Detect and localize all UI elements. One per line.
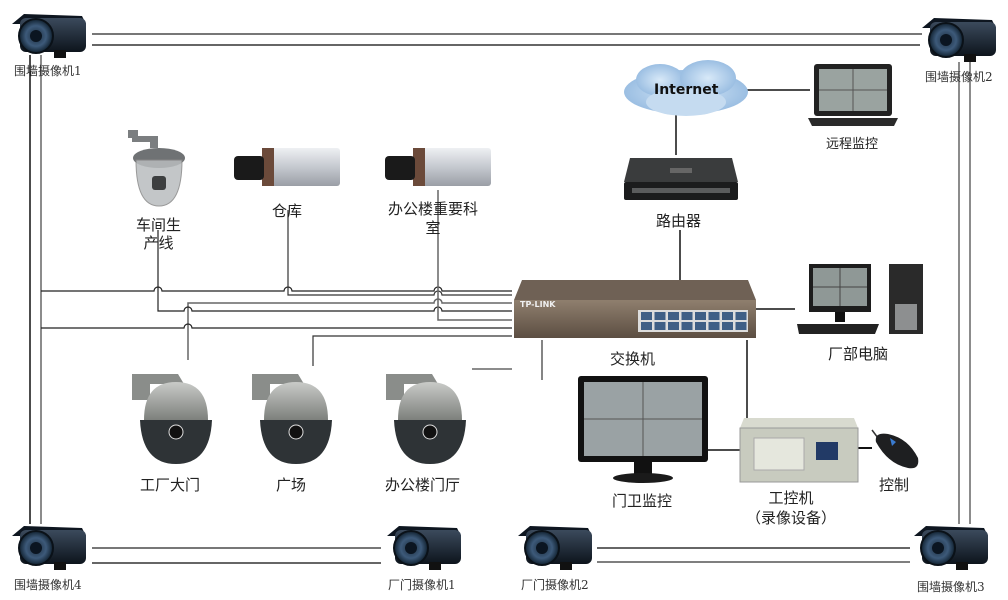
wall-camera-4-label: 围墙摄像机4	[14, 578, 82, 592]
wall-camera-2-label: 围墙摄像机2	[925, 70, 993, 84]
office-room-box-camera-icon	[385, 148, 491, 186]
switch-label: 交换机	[610, 350, 656, 368]
internet-label: Internet	[654, 82, 719, 98]
guard-monitor-icon	[578, 376, 708, 483]
wall-camera-2-icon	[921, 17, 997, 63]
warehouse-box-camera-icon	[234, 148, 340, 186]
perimeter-left-lines	[29, 55, 42, 524]
workshop-camera-label: 车间生 产线	[136, 216, 181, 252]
switch-port	[695, 322, 706, 330]
switch-port	[641, 312, 652, 320]
workshop-ptz-camera-icon	[128, 130, 185, 207]
switch-port	[681, 312, 693, 320]
switch-port	[641, 322, 652, 330]
mouse-icon	[871, 429, 919, 469]
factory-pc-label: 厂部电脑	[828, 345, 889, 363]
guard-monitoring-label: 门卫监控	[612, 492, 673, 510]
internet-cloud-icon	[624, 60, 748, 116]
switch-port	[695, 312, 706, 320]
label-line: 工控机	[768, 489, 814, 507]
perimeter-top-lines	[92, 33, 922, 46]
label-line: 室	[425, 219, 441, 237]
gate-camera-1-label: 厂门摄像机1	[388, 578, 456, 592]
network-switch-icon	[514, 280, 756, 338]
control-label: 控制	[879, 476, 910, 494]
wire-office-room	[437, 190, 512, 321]
wire-workshop	[157, 230, 512, 312]
wire-plaza	[312, 335, 512, 366]
switch-port	[668, 322, 679, 330]
wall-camera-1-icon	[11, 13, 87, 59]
industrial-pc-label: 工控机 （录像设备）	[746, 488, 836, 528]
switch-port	[708, 322, 720, 330]
wall-camera-1-label: 围墙摄像机1	[14, 64, 82, 78]
wall-camera-3-label: 围墙摄像机3	[917, 580, 985, 594]
remote-monitoring-label: 远程监控	[826, 137, 879, 152]
office-room-camera-label: 办公楼重要科 室	[388, 200, 478, 238]
switch-port	[735, 312, 747, 320]
warehouse-camera-label: 仓库	[272, 202, 303, 220]
factory-pc-icon	[797, 264, 923, 334]
wall-camera-3-icon	[913, 525, 989, 571]
switch-ports	[641, 312, 747, 330]
plaza-dome-camera-icon	[252, 374, 332, 464]
wire	[41, 286, 512, 292]
gate-camera-1-icon	[386, 525, 462, 571]
switch-port	[654, 322, 666, 330]
switch-port	[654, 312, 666, 320]
wire-warehouse	[287, 210, 512, 296]
gate-camera-2-label: 厂门摄像机2	[521, 578, 589, 592]
label-line: （录像设备）	[746, 509, 837, 527]
switch-cabling	[41, 190, 543, 380]
label-line: 产线	[143, 234, 174, 252]
switch-port	[668, 312, 679, 320]
switch-port	[735, 322, 747, 330]
wall-camera-4-icon	[11, 525, 87, 571]
label-line: 车间生	[136, 216, 182, 234]
router-icon	[624, 158, 738, 200]
remote-laptop-icon	[808, 64, 898, 126]
wire-factory-gate	[187, 298, 512, 360]
router-label: 路由器	[656, 212, 702, 230]
industrial-pc-icon	[739, 418, 859, 483]
switch-brand-label: TP-LINK	[520, 300, 556, 309]
factory-gate-camera-label: 工厂大门	[140, 476, 201, 494]
perimeter-bottom-left-lines	[92, 547, 381, 564]
office-lobby-camera-label: 办公楼门厅	[385, 476, 461, 494]
switch-port	[681, 322, 693, 330]
gate-camera-2-icon	[517, 525, 593, 571]
switch-port	[722, 322, 733, 330]
office-lobby-dome-camera-icon	[386, 374, 466, 464]
plaza-camera-label: 广场	[276, 476, 307, 494]
switch-port	[708, 312, 720, 320]
switch-port	[722, 312, 733, 320]
factory-gate-dome-camera-icon	[132, 374, 212, 464]
perimeter-bottom-right-lines	[597, 547, 910, 563]
label-line: 办公楼重要科	[388, 200, 479, 218]
wire	[41, 323, 512, 329]
perimeter-right-lines	[958, 62, 971, 524]
